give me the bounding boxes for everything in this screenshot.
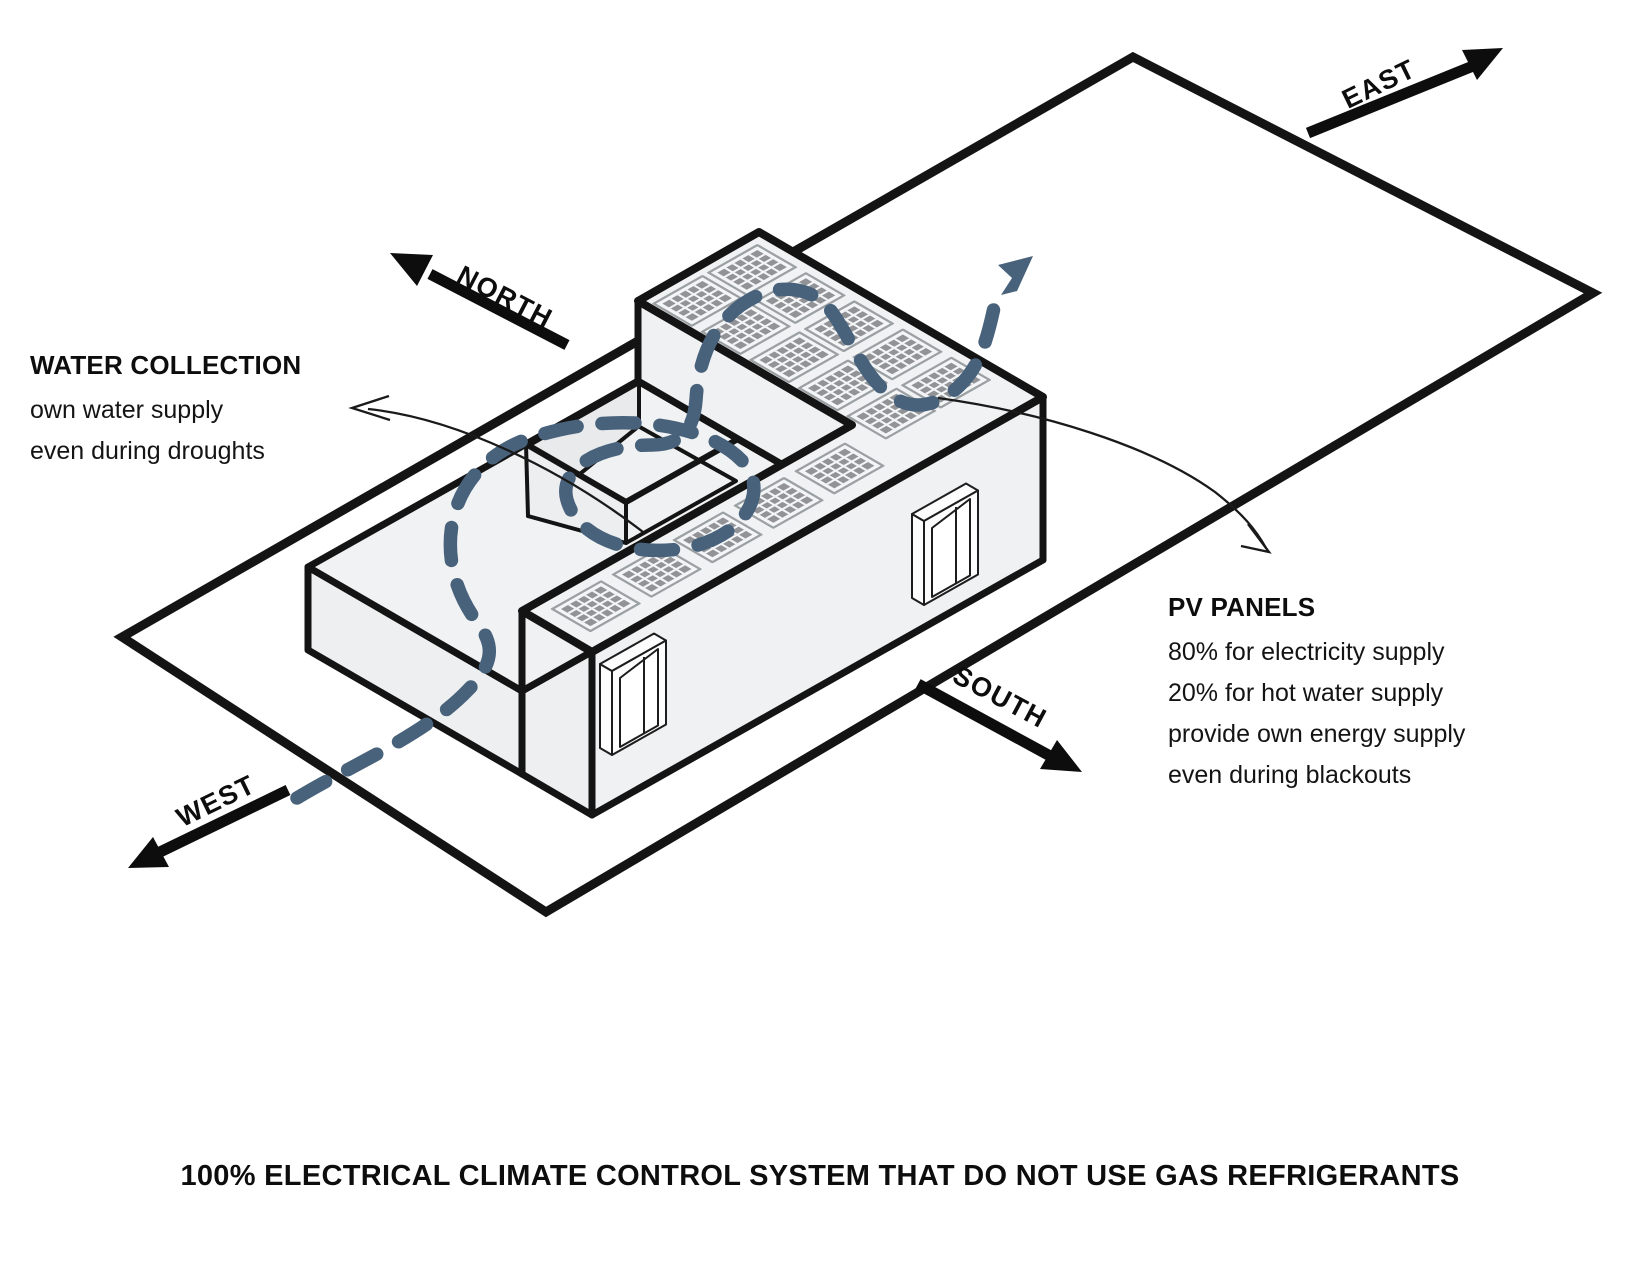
water-collection-label: WATER COLLECTION own water supply even d… — [30, 350, 301, 472]
pv-annotation-arrowhead — [1240, 523, 1272, 554]
water-collection-title: WATER COLLECTION — [30, 350, 302, 380]
pv-panels-label: PV PANELS 80% for electricity supply 20%… — [1168, 592, 1465, 796]
pv-panels-line: provide own energy supply — [1168, 720, 1466, 748]
building — [304, 228, 1047, 819]
airflow-dashed-line — [290, 282, 1002, 805]
water-collection-line: own water supply — [30, 396, 224, 424]
window-box-west — [599, 632, 667, 756]
water-annotation-arrowhead — [348, 394, 391, 422]
airflow-arrowhead — [998, 256, 1033, 295]
water-annotation-arrow — [367, 407, 644, 533]
pv-panels-line: 20% for hot water supply — [1168, 679, 1444, 707]
pv-panels-title: PV PANELS — [1168, 592, 1316, 622]
bottom-caption: 100% ELECTRICAL CLIMATE CONTROL SYSTEM T… — [180, 1160, 1460, 1192]
annotation-arrows — [348, 394, 1272, 554]
compass-north-arrow: NORTH — [390, 253, 570, 350]
pv-panels-line: 80% for electricity supply — [1168, 638, 1445, 666]
compass-west-arrow: WEST — [128, 769, 291, 868]
window-box-east — [911, 482, 979, 606]
pv-panels-line: even during blackouts — [1168, 761, 1412, 789]
water-collection-line: even during droughts — [30, 437, 265, 465]
compass-east-arrow: EAST — [1305, 48, 1503, 139]
airflow-path — [290, 256, 1033, 805]
courtyard-rim — [523, 378, 741, 505]
